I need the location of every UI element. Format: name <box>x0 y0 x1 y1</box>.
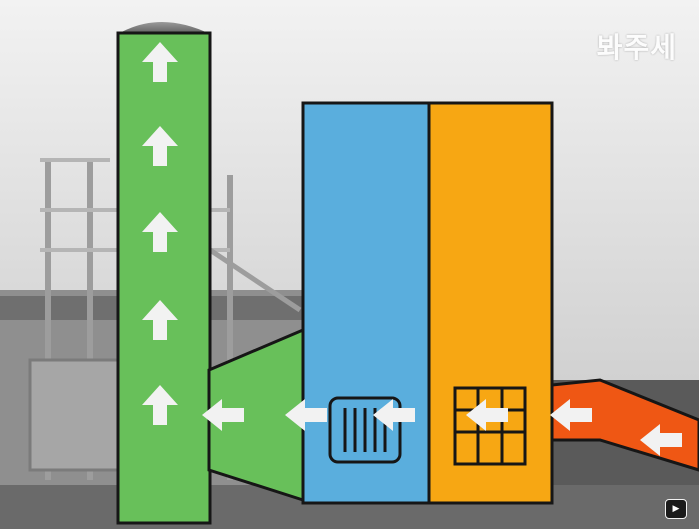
watermark-logo: 봐주세 <box>597 26 677 66</box>
orange-filter-chamber <box>429 103 552 503</box>
play-icon[interactable]: ▶ <box>665 499 687 519</box>
exhaust-stack <box>118 22 210 523</box>
